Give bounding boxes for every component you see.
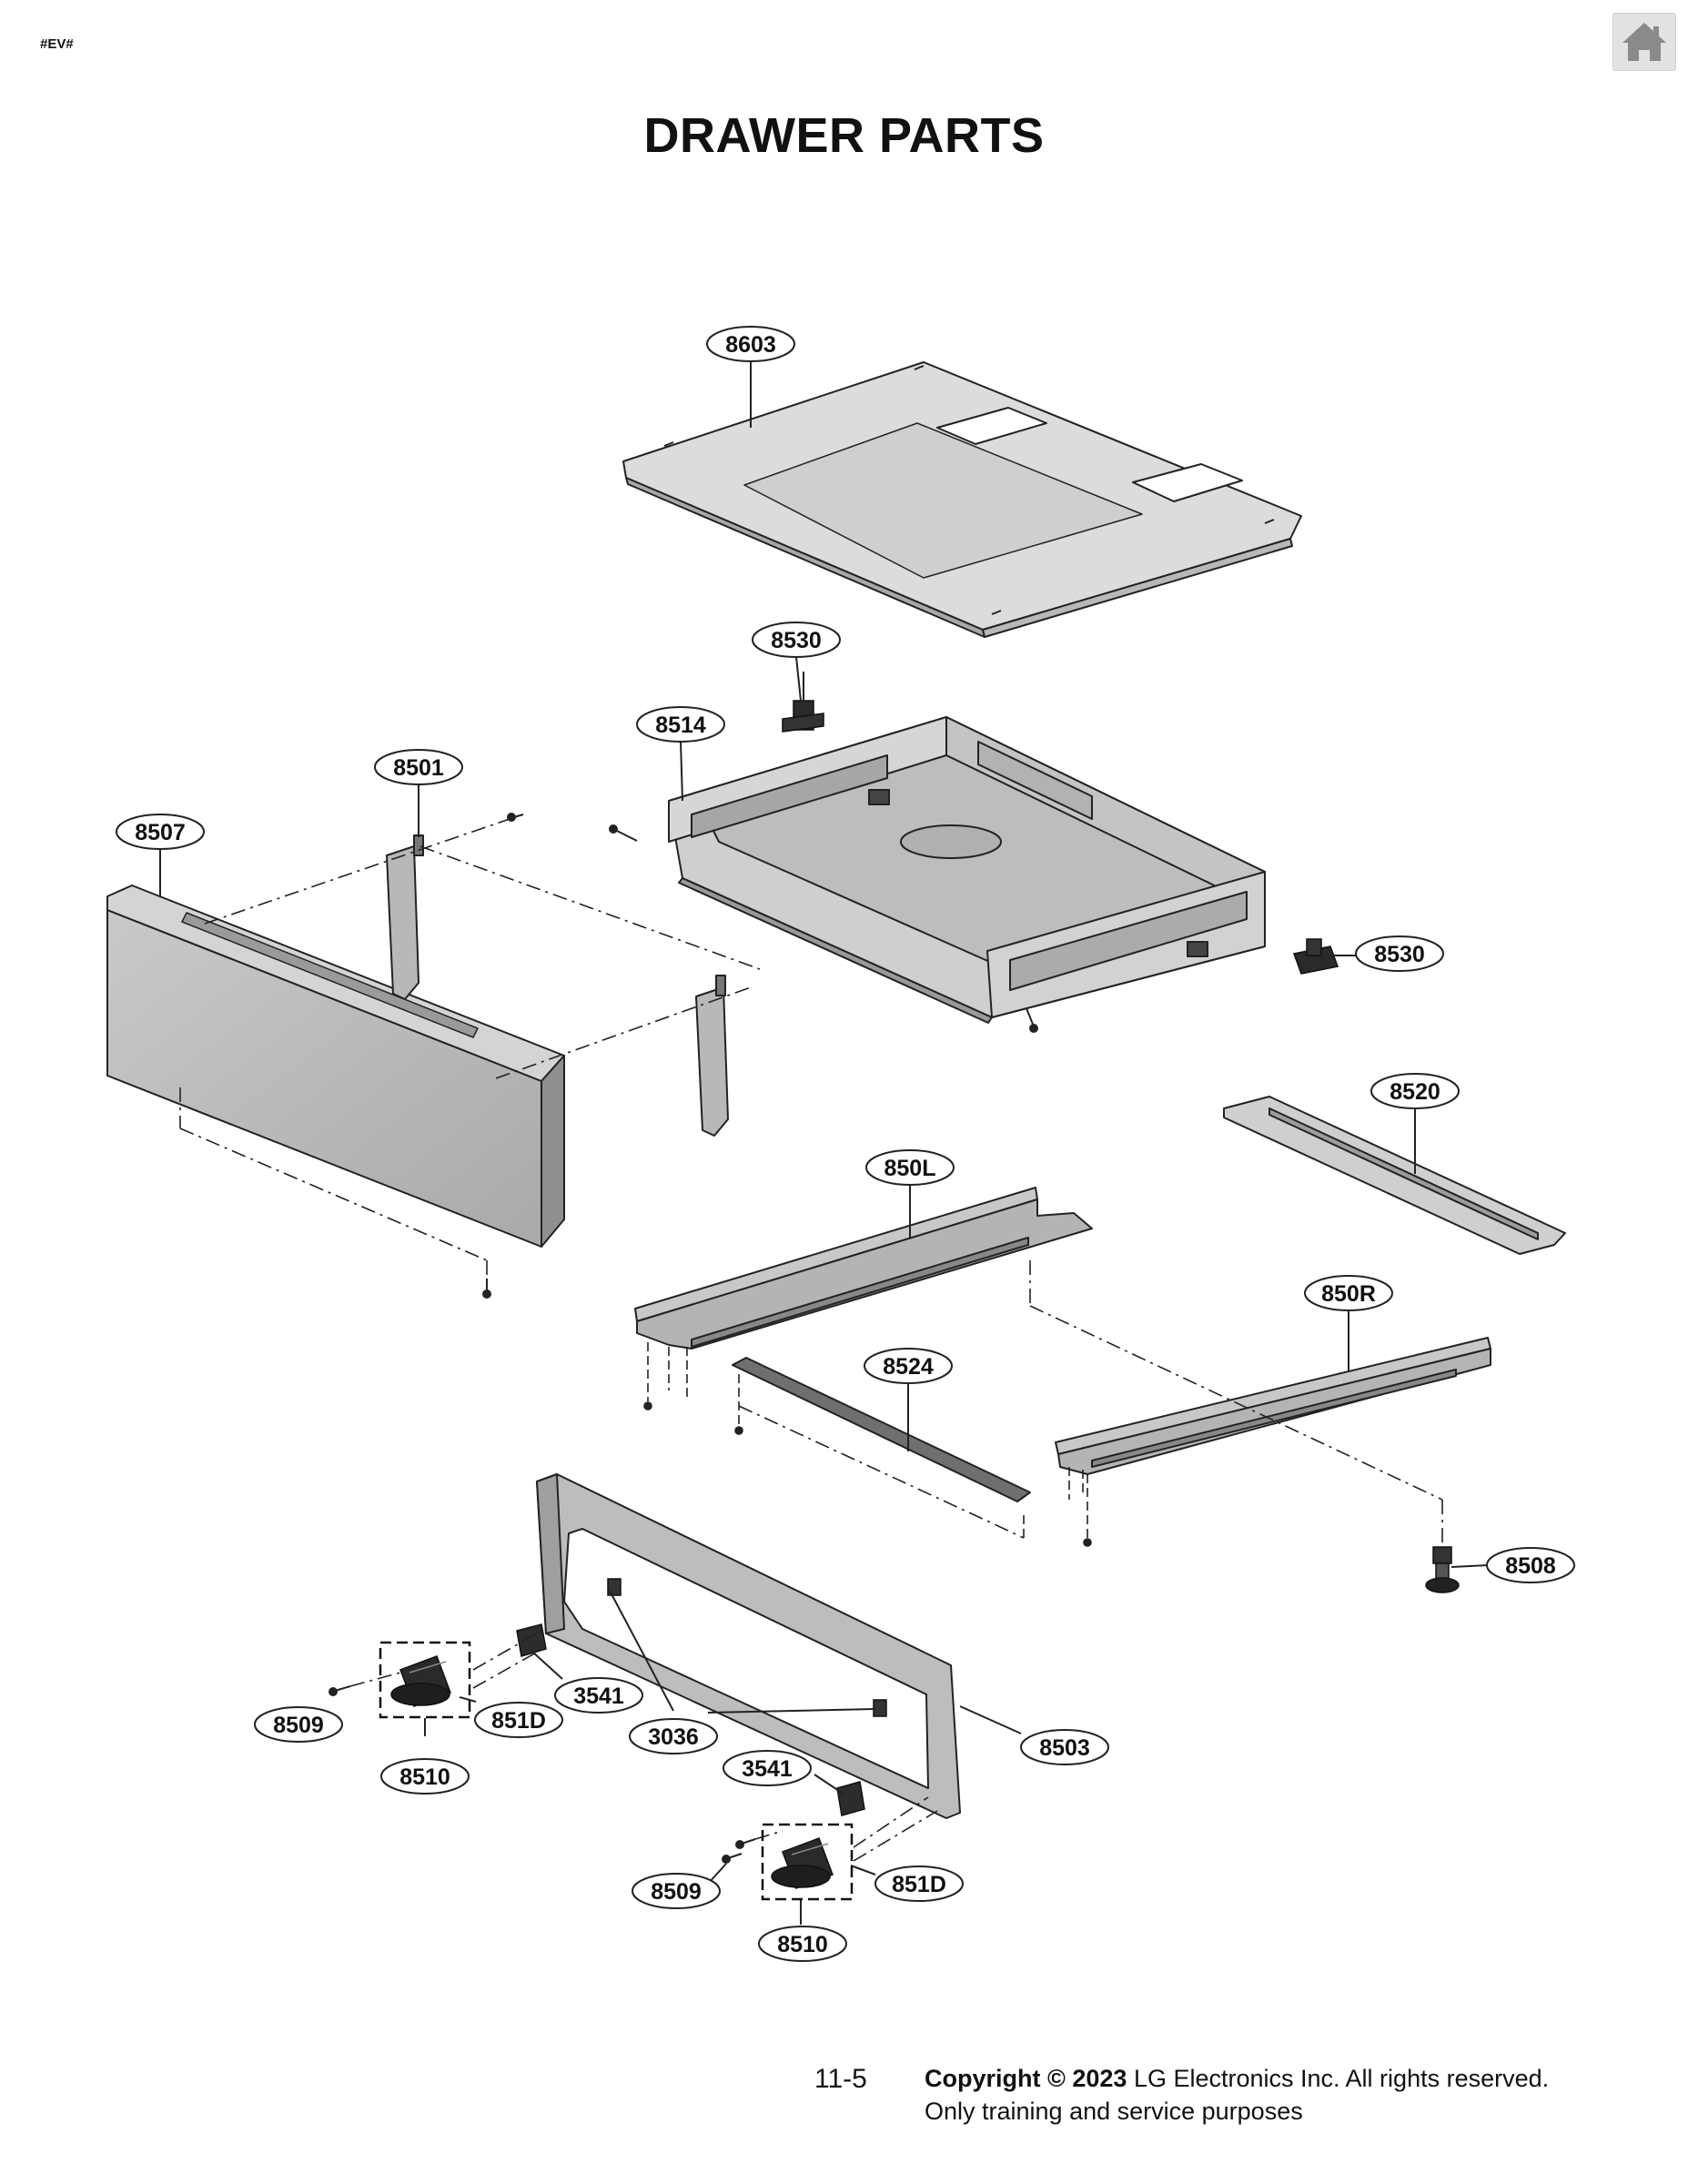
callout-3036: 3036 [629,1718,718,1754]
callout-8524: 8524 [864,1348,953,1384]
copyright-owner: LG Electronics Inc. All rights reserved. [1127,2065,1550,2092]
callout-8507: 8507 [116,814,205,850]
callout-851D-lower: 851D [874,1866,964,1902]
callout-label: 8514 [655,713,706,738]
home-icon [1622,23,1666,61]
part-3541-clip-lower [836,1781,865,1816]
callout-8520: 8520 [1370,1073,1460,1109]
part-8530-clip-top [782,672,824,733]
copyright-line: Copyright © 2023 LG Electronics Inc. All… [925,2062,1549,2095]
callout-label: 8524 [883,1354,934,1380]
callout-8530-right: 8530 [1355,935,1444,972]
callout-label: 8603 [725,332,776,358]
callout-label: 851D [491,1708,546,1734]
callout-3541-lower: 3541 [723,1750,812,1786]
callout-8509-lower: 8509 [632,1873,721,1909]
part-8514-drawer-box [668,716,1266,1024]
callout-label: 8508 [1505,1553,1556,1579]
callout-8603: 8603 [706,326,795,362]
copyright-notice: Copyright © 2023 LG Electronics Inc. All… [925,2062,1549,2128]
callout-label: 8507 [135,820,186,845]
callouts: 8603 8530 8514 8501 8507 8530 8520 850L … [116,326,1575,1962]
callout-8501: 8501 [374,749,463,785]
part-850R-slide [1055,1337,1491,1475]
callout-8514: 8514 [636,706,725,743]
callout-8530: 8530 [752,622,841,658]
part-8503-frame [536,1473,961,1819]
part-8520-rail [1223,1096,1566,1255]
callout-label: 850L [884,1156,936,1181]
callout-850R: 850R [1304,1275,1393,1311]
callout-8508: 8508 [1486,1547,1575,1583]
part-8508-leveling-leg [1425,1546,1460,1593]
assembly-lines-leveler [1029,1260,1443,1547]
part-8501-bracket-left [386,834,424,1000]
callout-8510-upper: 8510 [380,1758,470,1795]
callout-label: 8520 [1390,1079,1440,1105]
850L-fasteners [643,1342,688,1410]
page-title: DRAWER PARTS [643,108,1045,163]
callout-label: 851D [892,1872,946,1897]
part-850L-slide [634,1187,1093,1350]
part-3541-clip-upper [516,1623,547,1657]
callout-label: 850R [1321,1281,1376,1307]
callout-label: 8509 [651,1879,702,1905]
leader-lines [159,361,1489,1925]
usage-note: Only training and service purposes [925,2098,1303,2125]
callout-label: 3036 [648,1724,699,1750]
part-8524-strip [732,1357,1031,1502]
part-8501-bracket-right [695,975,729,1137]
850R-fasteners [1068,1467,1092,1547]
callout-label: 8510 [777,1932,828,1957]
header-tag: #EV# [40,36,74,52]
part-8509-screws [329,1685,756,1864]
copyright-year: Copyright © 2023 [925,2065,1127,2092]
callout-label: 3541 [742,1756,793,1782]
callout-8509-upper: 8509 [254,1706,343,1743]
page-number: 11-5 [814,2064,867,2094]
part-3036-sensor [607,1578,887,1717]
part-8507-front-panel [106,885,565,1248]
callout-label: 8501 [393,755,444,781]
assembly-lines-front [179,818,761,1279]
callout-label: 8503 [1039,1735,1090,1761]
callout-8503: 8503 [1020,1729,1109,1765]
screw-panel-bottom [482,1279,491,1299]
callout-850L: 850L [865,1149,955,1186]
callout-3541-upper: 3541 [554,1677,643,1714]
callout-label: 8530 [1374,942,1425,967]
callout-8510-lower: 8510 [758,1926,847,1962]
home-button[interactable] [1612,13,1676,71]
callout-label: 8509 [273,1713,324,1738]
part-8510-hinge-lower [761,1823,854,1901]
callout-label: 3541 [573,1684,624,1709]
part-8530-clip-right [1292,938,1339,975]
callout-label: 8510 [399,1764,450,1790]
callout-label: 8530 [771,628,822,653]
part-8603-cover-plate [622,361,1302,638]
part-8510-hinge-upper [379,1641,471,1719]
8524-fasteners [734,1374,1025,1539]
callout-851D-upper: 851D [474,1702,563,1738]
